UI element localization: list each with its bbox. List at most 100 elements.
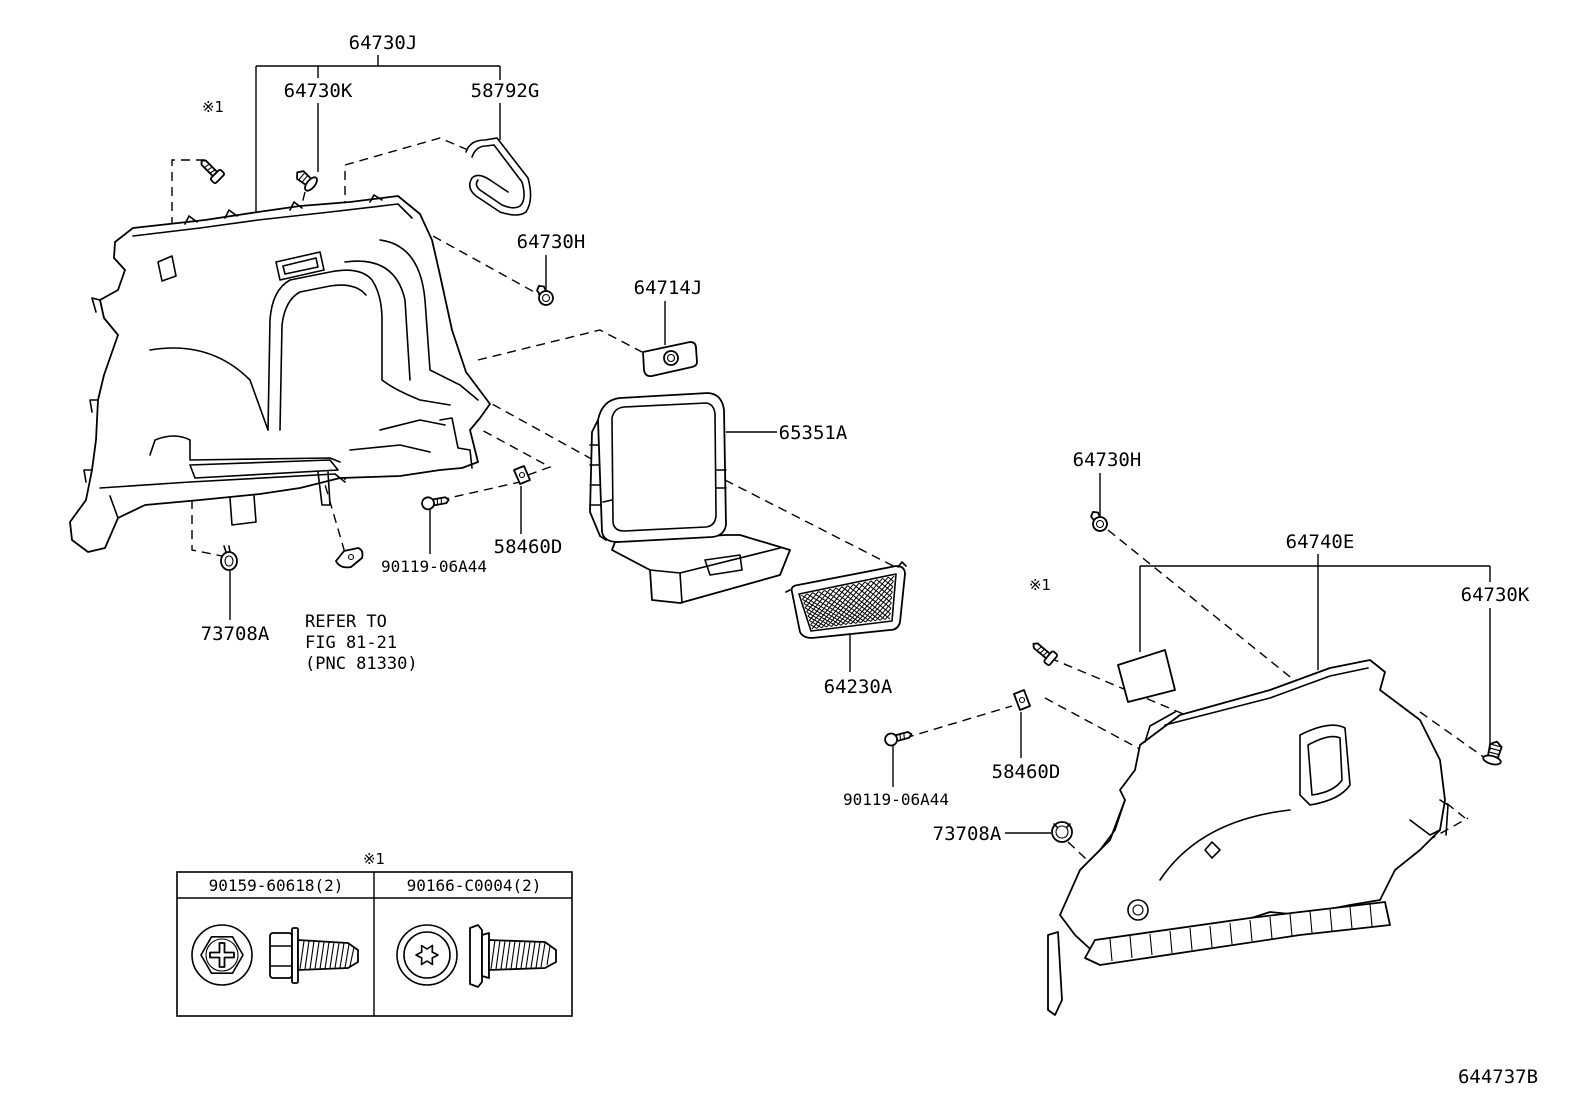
net-mesh-line bbox=[840, 578, 883, 626]
refer-part-hole bbox=[347, 553, 355, 561]
callout-labels: 64730J 64730K 58792G ※1 64730H 64714J 65… bbox=[201, 32, 1530, 845]
table-header-left: 90159-60618(2) bbox=[209, 876, 344, 895]
panel-right-tab bbox=[1047, 931, 1063, 1016]
torx-screw-top-view bbox=[396, 924, 458, 986]
clip-64730K-left bbox=[296, 170, 318, 192]
nut-body bbox=[513, 465, 531, 485]
screw-90119-left bbox=[421, 496, 450, 511]
label-64740E: 64740E bbox=[1286, 531, 1355, 553]
clip-head bbox=[538, 290, 554, 306]
label-64730K-right: 64730K bbox=[1461, 584, 1530, 606]
clip-head bbox=[1482, 754, 1502, 766]
clip-barbs bbox=[298, 172, 308, 183]
nut-hole bbox=[1018, 696, 1026, 704]
box-frame-outer bbox=[597, 392, 727, 543]
panel-left-top-tabs bbox=[184, 194, 383, 225]
dash-64730K-right-to-panel bbox=[1419, 711, 1486, 759]
net-mesh-line bbox=[879, 607, 892, 621]
label-90119-right: 90119-06A44 bbox=[843, 790, 949, 809]
table-mark: ※1 bbox=[363, 850, 385, 868]
torx-star-icon bbox=[415, 944, 439, 966]
torx-screw-side-view bbox=[469, 924, 557, 988]
net-mesh-line bbox=[841, 586, 886, 620]
nut-hole bbox=[518, 471, 526, 479]
nut-58460D-right bbox=[1013, 689, 1031, 711]
cover-64714J bbox=[642, 341, 698, 378]
panel-left-inner-frame bbox=[344, 239, 479, 401]
net-mesh-line bbox=[875, 602, 892, 622]
wire-outer bbox=[465, 137, 532, 216]
box-frame-bracket bbox=[602, 469, 727, 503]
panel-left-post bbox=[317, 471, 331, 506]
hex-bolt-head-edges bbox=[269, 945, 293, 967]
net-64230A bbox=[785, 561, 907, 639]
net-mesh-line bbox=[804, 591, 819, 609]
phillips-cross-icon bbox=[209, 942, 235, 968]
screw-head bbox=[1043, 650, 1058, 666]
net-mesh-line bbox=[884, 613, 891, 620]
label-64730H-right: 64730H bbox=[1073, 449, 1142, 471]
nut-58460D-left bbox=[513, 465, 531, 485]
clip-head bbox=[1092, 516, 1108, 532]
net-mesh-line bbox=[806, 611, 832, 627]
screw-mark1-left bbox=[200, 159, 225, 184]
label-58460D-right: 58460D bbox=[992, 761, 1061, 783]
box-frame-inner bbox=[611, 402, 717, 532]
net-mesh-line bbox=[804, 607, 837, 627]
net-mesh-line bbox=[816, 583, 854, 629]
hex-bolt-side-view bbox=[269, 927, 359, 984]
label-mark1-left: ※1 bbox=[202, 98, 224, 116]
clip-73708A-left bbox=[220, 545, 238, 571]
wire-58792G bbox=[465, 137, 532, 216]
net-mesh-line bbox=[855, 581, 894, 624]
clip-stem bbox=[223, 545, 231, 553]
net-mesh-line bbox=[807, 588, 831, 617]
panel-left-right-bracket bbox=[349, 417, 473, 469]
panel-left-cavity-inner bbox=[279, 284, 367, 431]
leader-lines bbox=[229, 55, 1491, 834]
panel-left-floor bbox=[189, 459, 346, 483]
label-65351A: 65351A bbox=[779, 422, 848, 444]
clip-head-ring bbox=[224, 555, 234, 567]
net-mesh-line bbox=[870, 597, 893, 622]
net-mesh-line bbox=[802, 598, 847, 626]
label-58792G: 58792G bbox=[471, 80, 540, 102]
dash-to-73708A-left bbox=[191, 470, 223, 557]
panel-left-trough bbox=[149, 435, 341, 463]
screw-head bbox=[209, 168, 225, 184]
label-64714J: 64714J bbox=[634, 277, 703, 299]
panel-left-window bbox=[275, 251, 325, 281]
clip-64730H-right bbox=[1090, 510, 1108, 532]
hex-bolt-thread bbox=[299, 940, 355, 970]
hex-bolt-flange bbox=[191, 924, 253, 986]
label-73708A-right: 73708A bbox=[933, 823, 1002, 845]
torx-screw-flange bbox=[396, 924, 458, 986]
panel-right-hole-center bbox=[1132, 904, 1144, 916]
panel-left-side-hole bbox=[157, 255, 177, 282]
torx-screw-thread bbox=[490, 939, 551, 970]
screw-mark1-right bbox=[1032, 642, 1058, 666]
panel-left-top-rim bbox=[132, 203, 413, 237]
label-58460D-left: 58460D bbox=[494, 536, 563, 558]
net-inner-edge bbox=[798, 573, 897, 632]
refer-part-left bbox=[335, 547, 364, 569]
label-64230A: 64230A bbox=[824, 676, 893, 698]
net-mesh-line bbox=[831, 580, 872, 627]
net-mesh-line bbox=[835, 587, 881, 621]
screw-thread bbox=[1036, 646, 1048, 657]
table-grid bbox=[177, 872, 572, 1016]
plate-64740E bbox=[1117, 649, 1176, 703]
clip-head-center bbox=[1095, 519, 1105, 529]
nut-body bbox=[1013, 689, 1031, 711]
panel-right-ribs bbox=[1109, 903, 1373, 962]
refer-part-body bbox=[335, 547, 364, 569]
net-mesh-line bbox=[852, 583, 891, 614]
panel-right-ribbed-strip bbox=[1084, 901, 1391, 966]
wire-inner bbox=[471, 144, 525, 209]
label-64730K-left: 64730K bbox=[284, 80, 353, 102]
panel-left-contour bbox=[149, 347, 269, 431]
net-hooks bbox=[785, 561, 907, 593]
panel-left-outline bbox=[69, 195, 491, 553]
clip-73708A-right bbox=[1051, 821, 1073, 843]
